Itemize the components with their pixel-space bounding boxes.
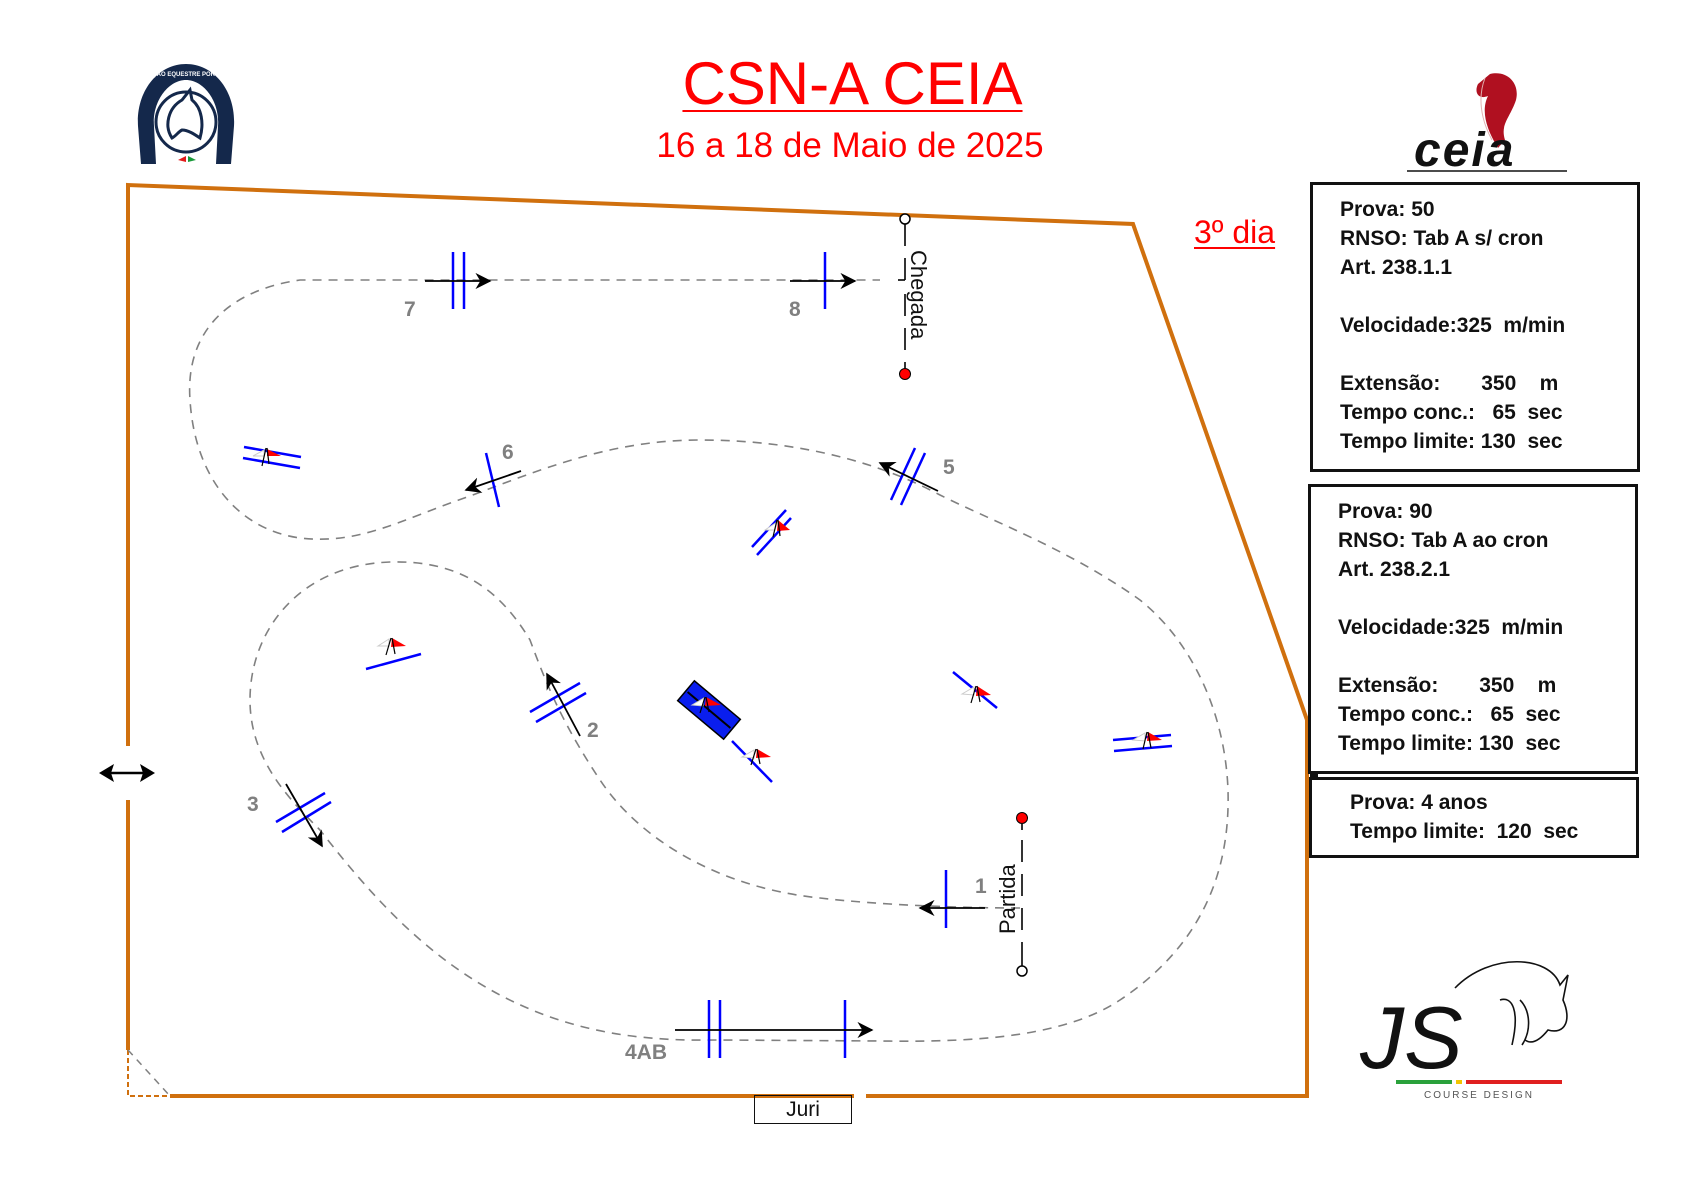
info-line: RNSO: Tab A ao cron [1338, 529, 1549, 552]
obstacle-2-number: 2 [587, 719, 599, 742]
arena-border [126, 182, 1309, 1098]
info-line: Velocidade:325 m/min [1340, 314, 1566, 337]
fep-ring-text: FEDERAÇÃO EQUESTRE PORTUGUESA [128, 71, 245, 78]
decor-obstacle-center-low [731, 740, 773, 783]
info-spacer [1338, 642, 1635, 671]
decor-obstacle-right-mid [952, 671, 998, 709]
obstacle-4ab[interactable] [675, 1000, 874, 1058]
obstacle-8-number: 8 [789, 298, 801, 321]
flag-icon [252, 447, 281, 467]
decor-obstacle-left-mid [365, 637, 422, 671]
info-spacer [1340, 340, 1637, 369]
decor-obstacle-left-top [242, 445, 302, 470]
info-spacer [1340, 282, 1637, 311]
gate-double-arrow-icon[interactable] [99, 764, 155, 782]
obstacle-1[interactable] [918, 870, 985, 928]
info-line: Art. 238.1.1 [1340, 256, 1453, 279]
course-path [188, 279, 1229, 1042]
finish-label: Chegada [906, 250, 931, 340]
info-spacer [1338, 584, 1635, 613]
jury-box: Juri [754, 1095, 852, 1124]
info-line: Tempo limite: 130 sec [1340, 430, 1563, 453]
info-line: Tempo conc.: 65 sec [1338, 703, 1561, 726]
js-course-design-logo: JS COURSE DESIGN [1359, 960, 1569, 1101]
day-label: 3º dia [1194, 214, 1276, 250]
start-line [1016, 812, 1028, 977]
decor-obstacle-center-top [751, 509, 792, 556]
info-line: Tempo limite: 120 sec [1350, 820, 1579, 843]
flag-icon [376, 637, 406, 656]
obstacle-5[interactable] [878, 447, 939, 506]
finish-line [898, 213, 911, 380]
info-line: Extensão: 350 m [1340, 372, 1559, 395]
info-line: RNSO: Tab A s/ cron [1340, 227, 1544, 250]
obstacle-3-number: 3 [247, 793, 259, 816]
flag-icon [690, 696, 721, 714]
page-title: CSN-A CEIA [682, 50, 1023, 117]
start-label: Partida [995, 864, 1020, 934]
info-line: Prova: 90 [1338, 500, 1433, 523]
info-line: Tempo limite: 130 sec [1338, 732, 1561, 755]
obstacle-8[interactable] [790, 252, 857, 309]
js-tagline: COURSE DESIGN [1424, 1090, 1534, 1101]
info-line: Extensão: 350 m [1338, 674, 1557, 697]
ceia-wordmark: ceia [1414, 124, 1515, 177]
fep-logo: FEDERAÇÃO EQUESTRE PORTUGUESA [128, 64, 245, 164]
flag-icon [763, 519, 790, 538]
obstacle-2[interactable] [529, 672, 587, 737]
obstacle-4ab-number: 4AB [625, 1041, 667, 1064]
info-line: Tempo conc.: 65 sec [1340, 401, 1563, 424]
flag-icon [960, 685, 991, 704]
info-line: Art. 238.2.1 [1338, 558, 1451, 581]
obstacle-6-number: 6 [502, 441, 514, 464]
obstacle-7-number: 7 [404, 298, 416, 321]
obstacle-3[interactable] [275, 783, 332, 848]
water-jump [676, 679, 742, 741]
flag-icon [1131, 731, 1162, 750]
decor-obstacle-right [1112, 731, 1173, 753]
ceia-logo: ceia [1407, 73, 1567, 177]
obstacle-7[interactable] [425, 252, 492, 309]
flag-icon [740, 748, 771, 766]
event-dates: 16 a 18 de Maio de 2025 [656, 126, 1044, 165]
info-line: Prova: 4 anos [1350, 791, 1488, 814]
corner-cut [127, 1049, 171, 1097]
info-line: Velocidade:325 m/min [1338, 616, 1564, 639]
obstacle-5-number: 5 [943, 456, 955, 479]
js-monogram: JS [1359, 988, 1463, 1087]
obstacle-1-number: 1 [975, 875, 987, 898]
obstacle-6[interactable] [464, 452, 522, 508]
info-line: Prova: 50 [1340, 198, 1435, 221]
